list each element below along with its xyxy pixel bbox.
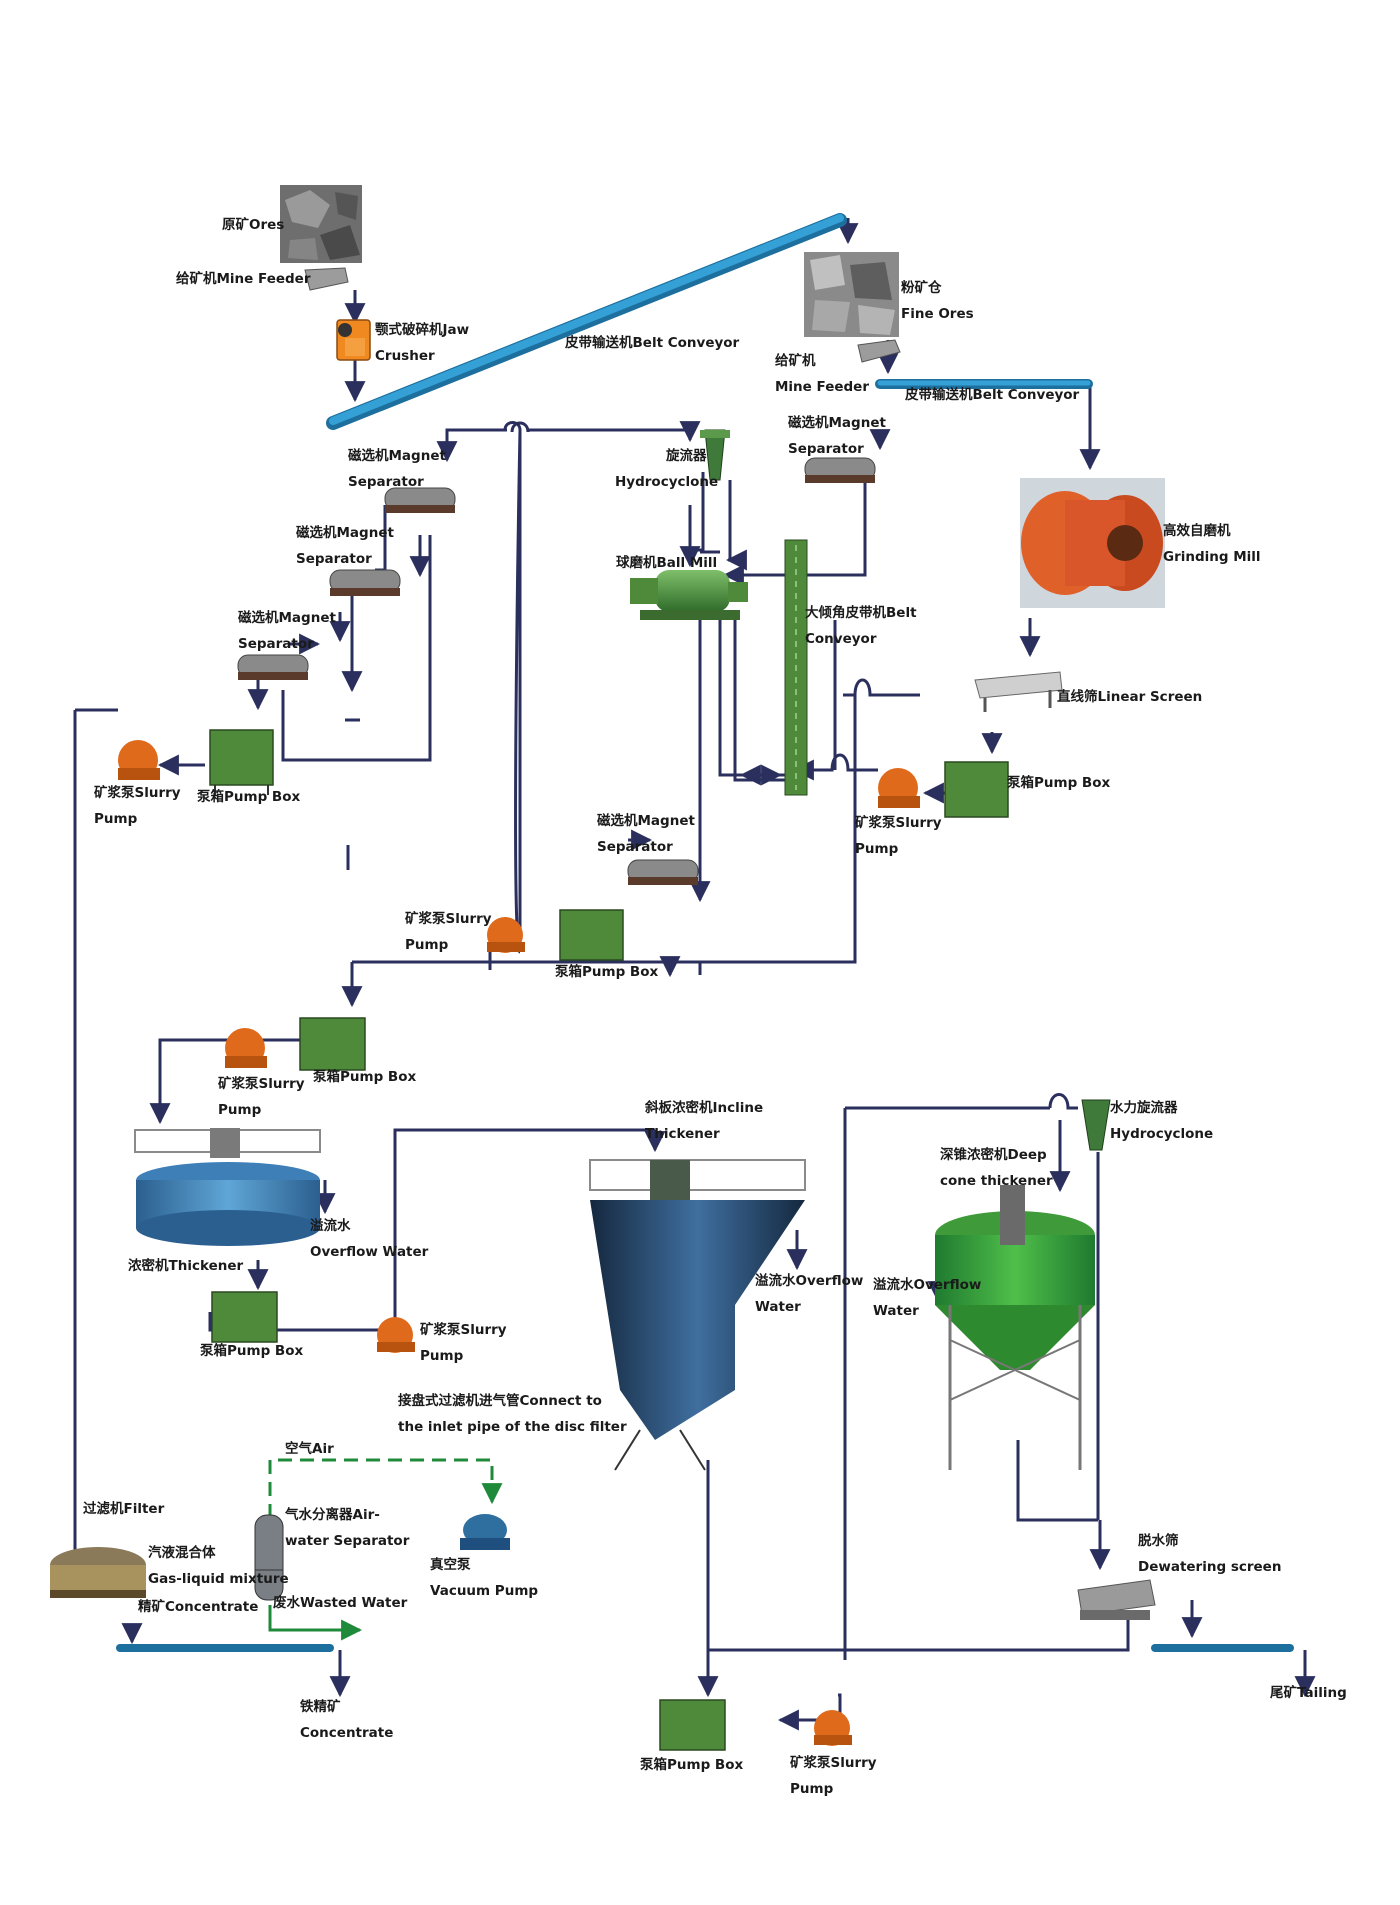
pump-box-icon [944,761,1009,818]
jaw-crusher-icon [336,319,371,361]
label-pump-box-4: 泵箱Pump Box [313,1069,417,1085]
pump-box-icon [559,909,624,961]
label-hydrocyclone-1: 旋流器 [666,448,707,464]
slurry-pump-icon [377,1317,415,1353]
slurry-pump-icon [878,768,920,808]
ore-image [280,185,362,263]
filter-icon [50,1547,146,1598]
label-belt-conveyor-1: 皮带输送机Belt Conveyor [565,335,740,351]
pump-box-icon [659,1699,726,1751]
label-thickener: 浓密机Thickener [128,1258,244,1274]
slurry-pump-icon [487,917,525,953]
magnet-separator-icon [627,859,699,885]
thickener-image [134,1128,321,1246]
pump-box-icon [209,729,274,795]
magnet-separator-icon [329,569,401,596]
magnetic-separators [237,457,876,885]
air-lines [268,1458,503,1641]
magnet-separator-icon [384,487,456,513]
conveyors [116,213,1294,1652]
incline-thickener-image [589,1159,806,1471]
label-wasted-water: 废水Wasted Water [273,1595,408,1611]
label-pump-box-5: 泵箱Pump Box [200,1343,304,1359]
slurry-pumps [118,740,920,1746]
label-ball-mill: 球磨机Ball Mill [616,555,718,571]
label-concentrate-flow: 精矿Concentrate [138,1599,259,1615]
label-hydrocyclone-1b: Hydrocyclone [615,474,719,490]
label-tailing: 尾矿Tailing [1270,1685,1347,1701]
label-pump-box-6: 泵箱Pump Box [640,1757,744,1773]
pump-box-icon [299,1017,366,1071]
pump-boxes [209,729,1009,1751]
flow-lines [73,218,1316,1731]
slurry-pump-icon [814,1710,852,1746]
fine-ore-image [804,252,899,337]
hydrocyclone-icon [700,429,730,481]
slurry-pump-icon [118,740,160,780]
label-mine-feeder-1: 给矿机Mine Feeder [176,271,311,287]
deep-cone-thickener-image [935,1185,1095,1470]
label-filter: 过滤机Filter [83,1501,165,1517]
label-air-water-separator: 气水分离器Air-water Separator [285,1507,410,1549]
pump-box-icon [211,1291,278,1343]
air-water-separator-icon [254,1514,284,1601]
vacuum-pump-icon [460,1514,510,1550]
ball-mill-image [630,570,748,620]
label-raw-ore: 原矿Ores [222,217,285,233]
magnet-separator-icon [804,457,876,483]
label-pump-box-3: 泵箱Pump Box [555,964,659,980]
linear-screen-icon [974,671,1063,712]
magnet-separator-icon [237,654,309,680]
label-air: 空气Air [285,1441,334,1457]
slurry-pump-icon [225,1028,267,1068]
hydrocyclone-lower-icon [1081,1099,1111,1151]
label-linear-screen: 直线筛Linear Screen [1057,689,1203,705]
label-pump-box-1: 泵箱Pump Box [197,789,301,805]
mine-feeder-icon [304,267,901,363]
label-belt-conveyor-2: 皮带输送机Belt Conveyor [905,387,1080,403]
big-angle-belt-icon [784,539,808,796]
grinding-mill-image [1020,478,1165,608]
label-pump-box-2: 泵箱Pump Box [1007,775,1111,791]
dewatering-screen-icon [1077,1579,1156,1620]
